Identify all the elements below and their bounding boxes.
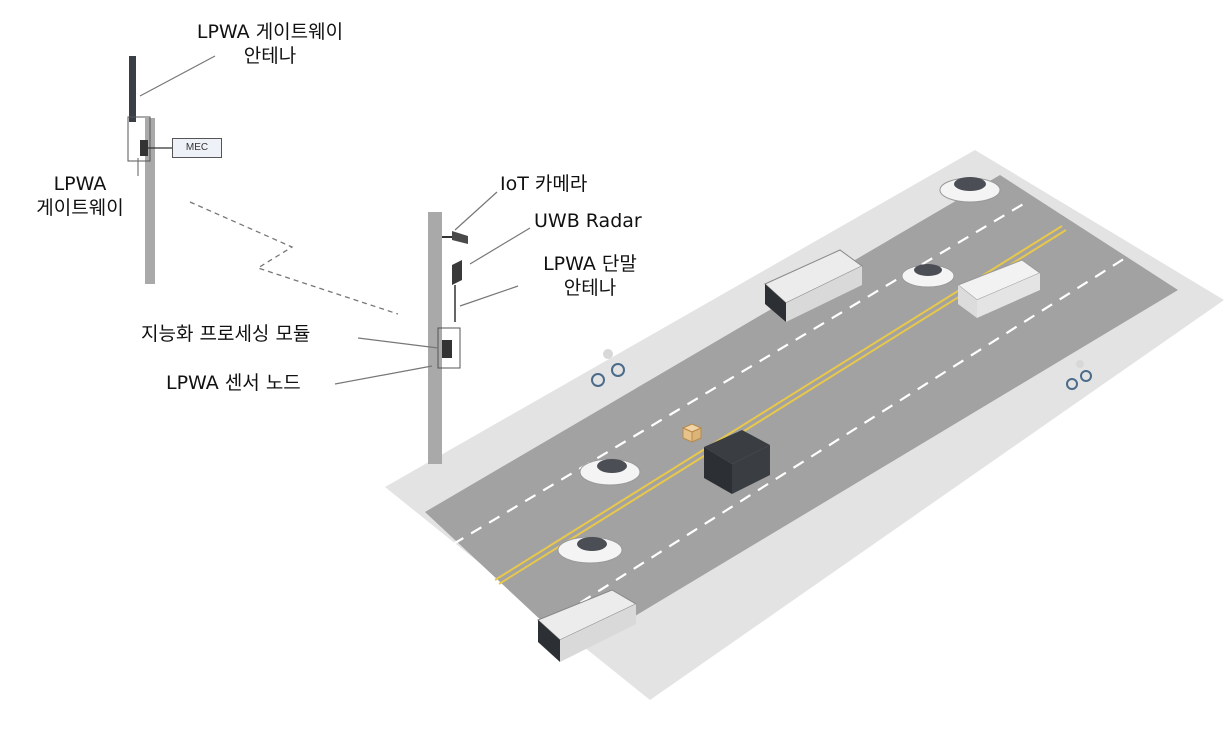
label-terminal-antenna-line2: 안테나 <box>563 277 617 299</box>
label-gateway-line1: LPWA <box>53 173 107 195</box>
autonomous-shuttle <box>704 430 770 494</box>
label-gateway: LPWA 게이트웨이 <box>20 172 140 220</box>
truck <box>957 259 1042 318</box>
label-iot-camera: IoT 카메라 <box>500 173 588 195</box>
bus-bottom <box>537 589 638 662</box>
label-gateway-antenna-line2: 안테나 <box>243 45 297 67</box>
car-1 <box>939 177 1001 203</box>
callout-lines <box>137 55 531 385</box>
label-sensor-node: LPWA 센서 노드 <box>166 372 301 394</box>
gateway-enclosure <box>127 116 172 162</box>
lane-dash-1 <box>434 199 1031 556</box>
label-gateway-antenna-line1: LPWA 게이트웨이 <box>196 21 344 43</box>
wireless-link <box>189 201 399 315</box>
mec-box: MEC <box>172 138 222 158</box>
bus-top <box>764 249 863 322</box>
processing-module-box <box>442 340 452 358</box>
label-uwb-radar: UWB Radar <box>534 210 642 232</box>
gateway-pole <box>145 118 155 284</box>
car-3 <box>579 458 641 486</box>
label-processing-module: 지능화 프로세싱 모듈 <box>141 323 311 345</box>
lane-dash-2 <box>544 254 1131 626</box>
bicycle-left <box>591 349 625 387</box>
label-terminal-antenna-line1: LPWA 단말 <box>543 253 637 275</box>
parcel-box <box>681 423 703 443</box>
car-2 <box>901 264 955 288</box>
bicycle-right <box>1066 360 1092 390</box>
uwb-radar-panel <box>452 260 462 285</box>
gateway-antenna <box>129 56 136 122</box>
car-4 <box>557 536 623 564</box>
iot-camera-body <box>452 231 468 244</box>
label-gateway-line2: 게이트웨이 <box>36 197 124 219</box>
sensor-pole <box>428 212 442 464</box>
label-terminal-antenna: LPWA 단말 안테나 <box>520 252 660 300</box>
label-gateway-antenna: LPWA 게이트웨이 안테나 <box>190 20 350 68</box>
